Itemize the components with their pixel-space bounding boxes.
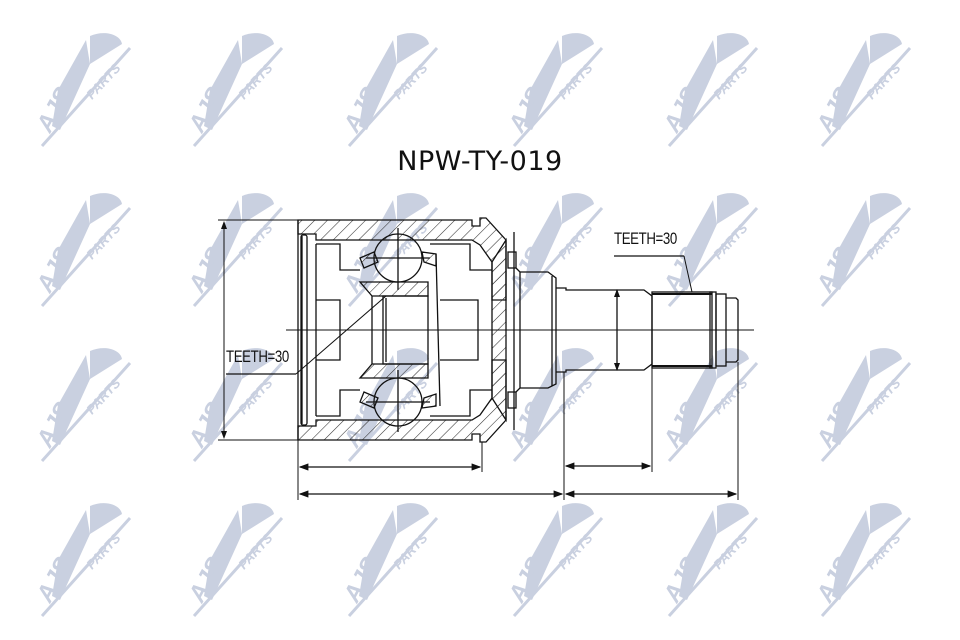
outer-teeth-label: TEETH=30 [614,229,677,248]
inner-race-bottom [358,363,429,379]
inner-teeth-label: TEETH=30 [226,347,289,366]
inner-race-top [358,281,429,297]
part-number-title: NPW-TY-019 [397,146,563,177]
